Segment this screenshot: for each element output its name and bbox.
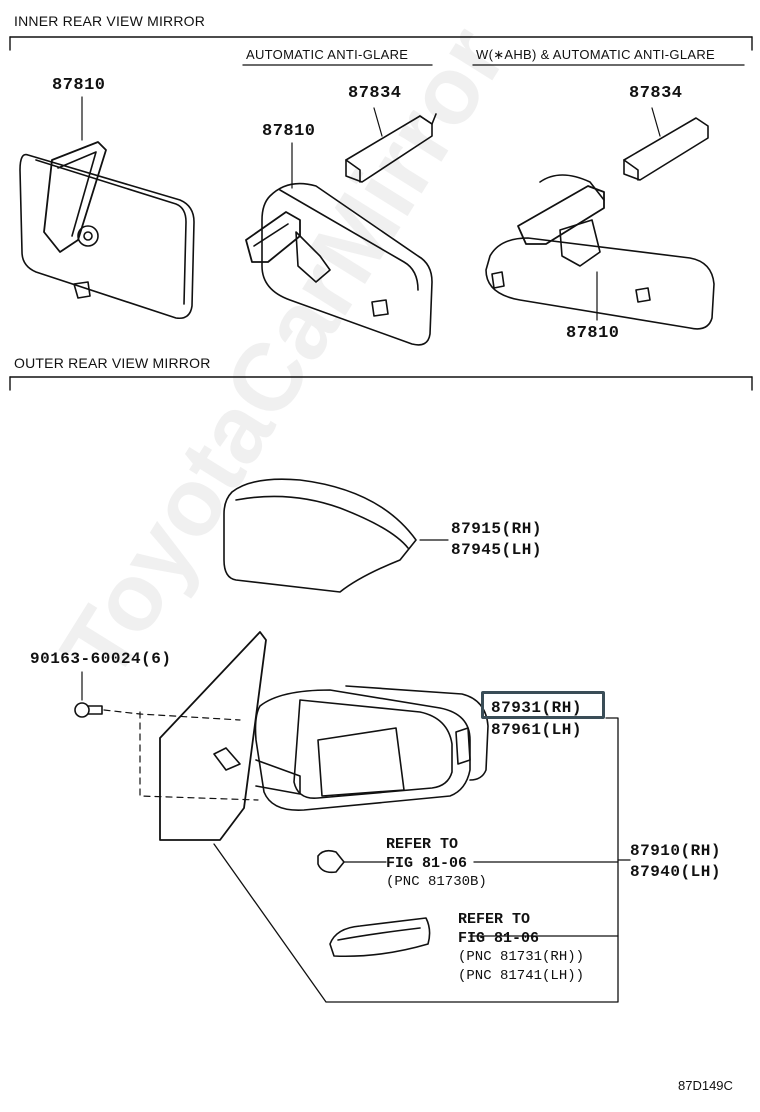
- turn-signal-lens-drawing: [329, 917, 431, 958]
- part-number-mirror-sub-lh: 87961(LH): [491, 721, 582, 739]
- highlight-box: [481, 691, 605, 719]
- part-number-outer-lh: 87940(LH): [630, 863, 721, 881]
- ref1-refer-to: REFER TO: [386, 836, 459, 853]
- ref2-refer-to: REFER TO: [458, 911, 531, 928]
- inner-mirror-auto-drawing: [245, 107, 437, 346]
- inner-mirror-ahb-drawing: [485, 107, 715, 330]
- part-number-cover-lh: 87945(LH): [451, 541, 542, 559]
- part-number-screw: 90163-60024(6): [30, 650, 172, 668]
- screw-drawing: [74, 671, 103, 718]
- section-separator-outer: [9, 376, 753, 391]
- reference-note-lens: REFER TO FIG 81-06 (PNC 81731(RH)) (PNC …: [458, 910, 584, 986]
- ref2-pnc-lh: (PNC 81741(LH)): [458, 968, 585, 984]
- diagram-id: 87D149C: [678, 1078, 733, 1093]
- ref1-figure: FIG 81-06: [386, 855, 468, 872]
- outer-mirror-drawing: [103, 631, 631, 1003]
- part-number-cover-auto: 87834: [348, 84, 402, 103]
- inner-mirror-basic-drawing: [19, 96, 195, 320]
- section-title-outer: OUTER REAR VIEW MIRROR: [14, 355, 211, 371]
- section-separator-inner: [9, 36, 753, 51]
- reference-note-socket: REFER TO FIG 81-06 (PNC 81730B): [386, 835, 487, 892]
- subtitle-ahb-antiglare: W(∗AHB) & AUTOMATIC ANTI-GLARE: [476, 47, 715, 62]
- ref2-pnc-rh: (PNC 81731(RH)): [458, 949, 585, 965]
- ref1-pnc: (PNC 81730B): [386, 874, 487, 890]
- subtitle-auto-antiglare: AUTOMATIC ANTI-GLARE: [246, 47, 409, 62]
- part-number-mirror-sub-rh: 87931(RH): [491, 699, 582, 717]
- part-number-cover-rh: 87915(RH): [451, 520, 542, 538]
- part-number-outer-rh: 87910(RH): [630, 842, 721, 860]
- part-number-inner-basic: 87810: [52, 76, 106, 95]
- part-number-inner-auto: 87810: [262, 122, 316, 141]
- ref2-figure: FIG 81-06: [458, 930, 540, 947]
- part-number-cover-ahb: 87834: [629, 84, 683, 103]
- outer-cover-drawing: [223, 478, 449, 593]
- section-title-inner: INNER REAR VIEW MIRROR: [14, 13, 206, 29]
- part-number-inner-ahb: 87810: [566, 324, 620, 343]
- lamp-socket-drawing: [317, 849, 345, 874]
